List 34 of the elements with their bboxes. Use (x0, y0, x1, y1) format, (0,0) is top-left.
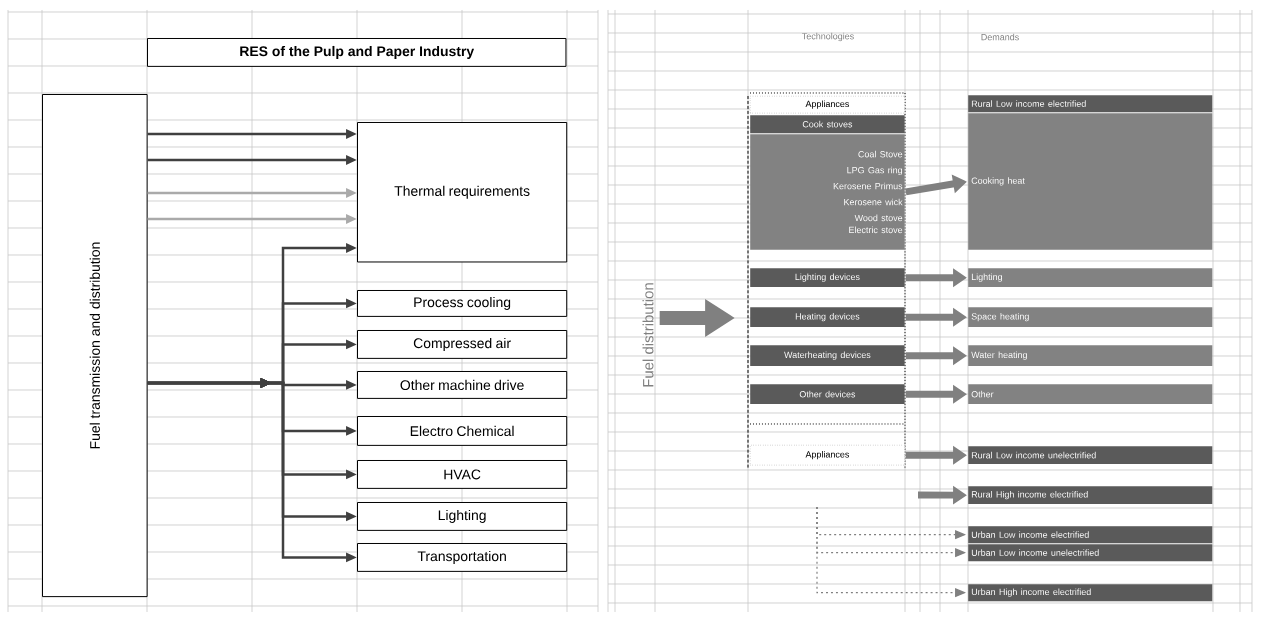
rotated-text: Fuel distribution (642, 283, 654, 387)
bar: Space heating (968, 307, 1213, 328)
process-box: Electro Chemical (357, 416, 568, 446)
process-box: Compressed air (357, 330, 568, 359)
bar: Waterheating devices (750, 345, 905, 367)
bar: Rural Low income electrified (968, 95, 1213, 113)
bar: Heating devices (750, 307, 905, 328)
process-box: Transportation (357, 543, 568, 572)
bar: Urban Low income electrified (968, 526, 1213, 544)
bar: Water heating (968, 345, 1213, 367)
process-box: HVAC (357, 460, 568, 489)
process-box: Thermal requirements (357, 122, 568, 263)
bar: Rural High income electrified (968, 486, 1213, 505)
title-box: RES of the Pulp and Paper Industry (147, 38, 567, 67)
bar: Rural Low income unelectrified (968, 446, 1213, 465)
process-box: Lighting (357, 502, 568, 531)
node-label: Urban Low income electrified (971, 531, 1089, 538)
list-panel: Coal Stove LPG Gas ring Kerosene Primus Kerosene wick Wood stove Electric stove (750, 134, 905, 250)
bar: Other (968, 384, 1213, 405)
bar: Cooking heat (968, 113, 1213, 250)
dotted-box: Appliances (750, 96, 905, 114)
bar: Cook stoves (750, 115, 905, 134)
node-label: Urban Low income unelectrified (971, 549, 1099, 556)
bar: Lighting (968, 268, 1213, 288)
column-header: Technologies (802, 32, 854, 42)
process-box: Fuel transmission and distribution (42, 94, 148, 598)
process-box: Other machine drive (357, 371, 568, 399)
process-box: Process cooling (357, 290, 568, 317)
bar: Other devices (750, 384, 905, 405)
bar: Lighting devices (750, 268, 905, 288)
bar: Urban High income electrified (968, 584, 1213, 602)
bar: Urban Low income unelectrified (968, 544, 1213, 562)
dotted-box: Appliances (750, 445, 905, 466)
column-header: Demands (981, 33, 1019, 41)
